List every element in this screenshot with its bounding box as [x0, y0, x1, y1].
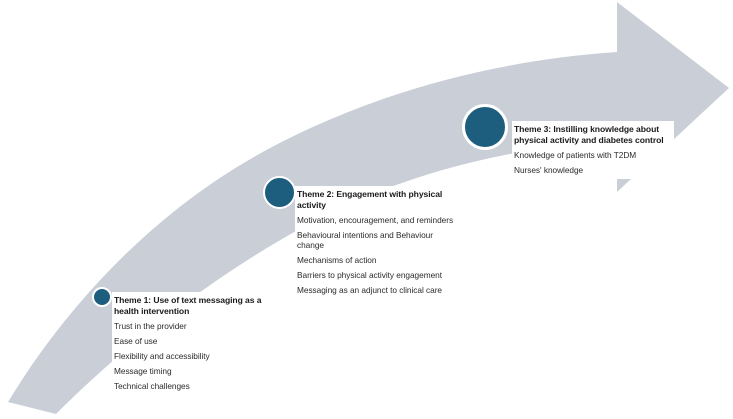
theme-1-block: Theme 1: Use of text messaging as a heal…: [112, 292, 281, 396]
theme-2-item-5: Messaging as an adjunct to clinical care: [297, 285, 442, 296]
theme-2-item-1: Motivation, encouragement, and reminders: [297, 214, 454, 225]
theme-2-item-2: Behavioural intentions and Behaviour cha…: [297, 229, 433, 251]
theme-1-item-5: Technical challenges: [114, 380, 190, 391]
theme-3-item-2: Nurses' knowledge: [514, 164, 584, 175]
theme-1-item-3: Flexibility and accessibility: [114, 350, 210, 361]
theme-1-item-4: Message timing: [114, 365, 172, 376]
theme-3-block: Theme 3: Instilling knowledge about phys…: [512, 121, 674, 180]
theme-1-item-2: Ease of use: [114, 335, 158, 346]
theme-2-item-3: Mechanisms of action: [297, 255, 377, 266]
theme-2-title: Theme 2: Engagement with physical activi…: [297, 189, 443, 211]
theme-2-item-4: Barriers to physical activity engagement: [297, 270, 442, 281]
theme-2-node: [263, 176, 296, 209]
theme-1-title: Theme 1: Use of text messaging as a heal…: [114, 295, 262, 317]
theme-2-block: Theme 2: Engagement with physical activi…: [295, 186, 462, 300]
theme-3-node: [462, 104, 508, 150]
theme-1-item-1: Trust in the provider: [114, 320, 187, 331]
theme-3-item-1: Knowledge of patients with T2DM: [514, 149, 637, 160]
theme-1-node: [92, 287, 112, 307]
arrow-body-path: [8, 2, 729, 414]
theme-3-title: Theme 3: Instilling knowledge about phys…: [514, 124, 664, 146]
